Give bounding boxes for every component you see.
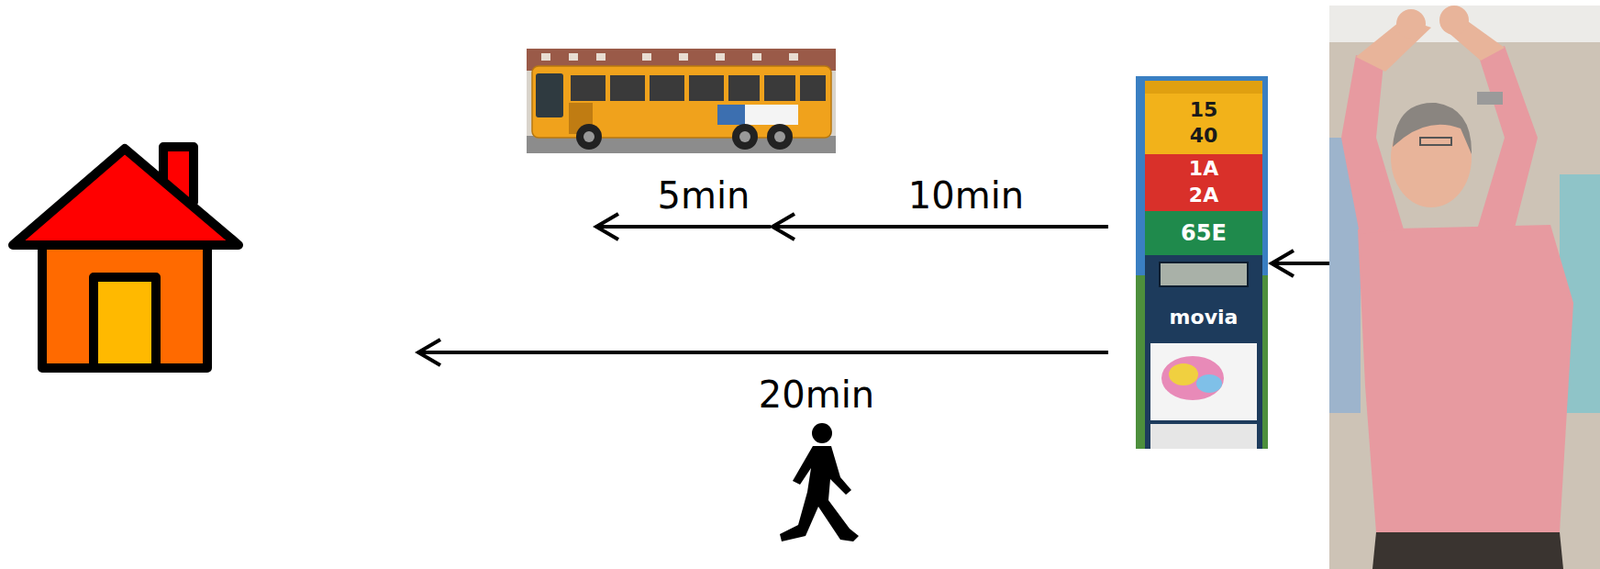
route-number: 1A <box>1188 157 1219 180</box>
time-label: 5min <box>657 175 751 216</box>
route-number: 15 <box>1189 99 1219 122</box>
time-label: 10min <box>908 175 1024 216</box>
house-icon <box>12 146 239 368</box>
bus-photo <box>526 48 836 154</box>
walking-person-icon <box>779 422 859 542</box>
route-number: 40 <box>1189 124 1219 147</box>
route-number: 2A <box>1188 184 1219 207</box>
cheering-man-photo <box>1329 5 1600 569</box>
bus-stop-sign-photo <box>1135 76 1268 449</box>
operator-logo: movia <box>1169 306 1239 329</box>
time-label: 20min <box>758 374 875 415</box>
route-number: 65E <box>1180 221 1227 245</box>
